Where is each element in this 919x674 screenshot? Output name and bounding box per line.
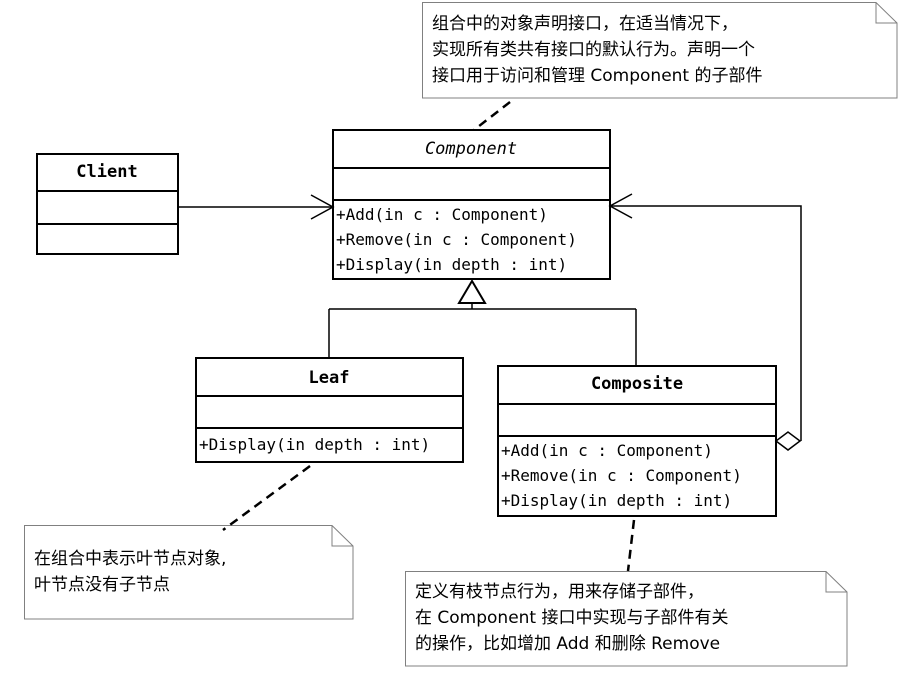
generalization	[328, 279, 637, 366]
class-composite-name: Composite	[591, 374, 683, 394]
svg-text:在组合中表示叶节点对象, 叶节点没有子节点: 在组合中表示叶节点对象, 叶节点没有子节点	[34, 549, 232, 595]
svg-text:定义有枝节点行为，用来存储子部件， 在 Comp: 定义有枝节点行为，用来存储子部件， 在 Component 接口中实现与子部件有…	[415, 582, 734, 654]
component-operation: +Remove(in c : Component)	[336, 230, 577, 249]
composite-note: 定义有枝节点行为，用来存储子部件， 在 Component 接口中实现与子部件有…	[405, 571, 848, 667]
class-client[interactable]: Client	[36, 153, 179, 255]
component-note-anchor	[473, 101, 511, 131]
component-note-line: 实现所有类共有接口的默认行为。声明一个	[432, 40, 755, 60]
composite-aggregation	[608, 193, 802, 451]
aggregation-arrowhead	[608, 193, 633, 219]
leaf-note-line: 在组合中表示叶节点对象,	[34, 549, 226, 569]
composite-operation: +Add(in c : Component)	[501, 441, 713, 460]
class-composite[interactable]: Composite +Add(in c : Component) +Remove…	[497, 365, 777, 517]
class-client-name: Client	[76, 162, 137, 182]
class-component[interactable]: Component +Add(in c : Component) +Remove…	[332, 129, 611, 280]
leaf-note: 在组合中表示叶节点对象, 叶节点没有子节点	[24, 525, 354, 620]
component-operation: +Display(in depth : int)	[336, 255, 567, 274]
leaf-note-anchor	[222, 464, 311, 532]
class-leaf[interactable]: Leaf +Display(in depth : int)	[195, 357, 464, 463]
component-note-line: 接口用于访问和管理 Component 的子部件	[432, 66, 763, 86]
component-note: 组合中的对象声明接口，在适当情况下， 实现所有类共有接口的默认行为。声明一个 接…	[422, 2, 898, 99]
class-component-name: Component	[425, 139, 517, 159]
generalization-triangle	[457, 279, 487, 304]
aggregation-diamond	[774, 431, 802, 451]
composite-note-line: 定义有枝节点行为，用来存储子部件，	[415, 582, 704, 602]
composite-note-line: 的操作，比如增加 Add 和删除 Remove	[415, 634, 720, 654]
svg-text:+Add(in c : Component) +: +Add(in c : Component) +Remove(in c : Co…	[501, 441, 751, 510]
class-leaf-name: Leaf	[309, 368, 350, 388]
client-component-association	[178, 194, 335, 220]
composite-operation: +Display(in depth : int)	[501, 491, 732, 510]
svg-text:+Add(in c : Component) +: +Add(in c : Component) +Remove(in c : Co…	[336, 205, 586, 274]
composite-note-anchor	[626, 519, 636, 572]
composite-note-line: 在 Component 接口中实现与子部件有关	[415, 608, 729, 628]
component-operation: +Add(in c : Component)	[336, 205, 548, 224]
composite-operation: +Remove(in c : Component)	[501, 466, 742, 485]
component-note-line: 组合中的对象声明接口，在适当情况下，	[432, 14, 738, 34]
leaf-note-line: 叶节点没有子节点	[34, 575, 170, 595]
svg-text:组合中的对象声明接口，在适当情况下， 实现所有类: 组合中的对象声明接口，在适当情况下， 实现所有类共有接口的默认行为。声明一个 接…	[432, 14, 763, 86]
association-arrowhead	[310, 194, 335, 220]
leaf-operation: +Display(in depth : int)	[199, 435, 430, 454]
